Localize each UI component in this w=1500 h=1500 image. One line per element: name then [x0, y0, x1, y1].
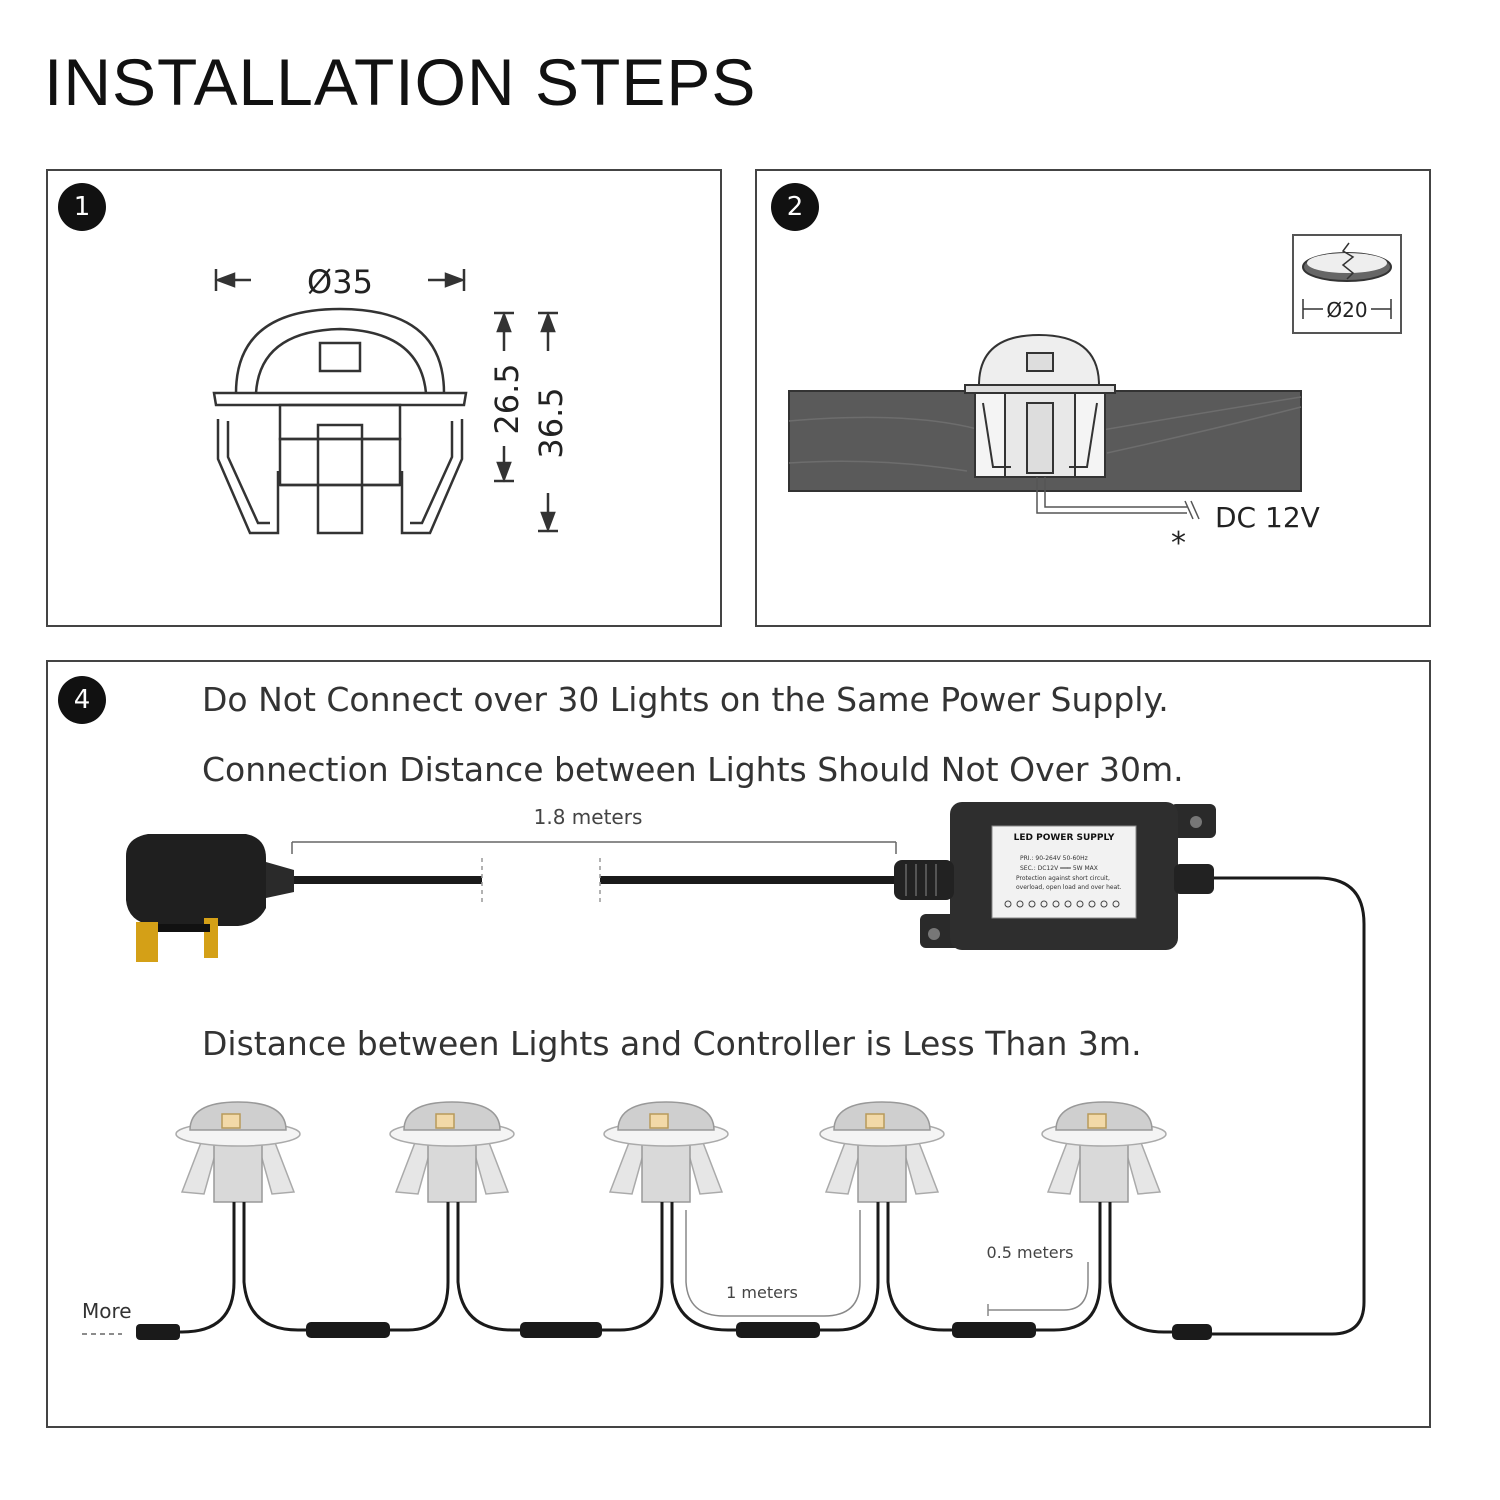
length-bracket-1-8m	[291, 841, 897, 854]
step-badge-1: 1	[58, 183, 106, 231]
uk-plug	[126, 834, 294, 962]
psu-cert-icons	[1004, 900, 1120, 908]
length-bracket-1m	[685, 1210, 861, 1317]
power-label: DC 12V	[1215, 501, 1320, 534]
asterisk-mark: *	[1171, 526, 1186, 561]
length-bracket-0-5m	[987, 1262, 1089, 1316]
chain-cables	[136, 1202, 1174, 1334]
clip-left	[216, 419, 280, 535]
step-4-panel: 4 Do Not Connect over 30 Lights on the S…	[46, 660, 1431, 1428]
mounting-drawing: Ø20 DC 12V *	[788, 234, 1402, 561]
led-power-supply	[894, 802, 1216, 950]
note-max-lights: Do Not Connect over 30 Lights on the Sam…	[202, 680, 1169, 719]
drill-hole-inset	[1292, 234, 1402, 334]
clip-right	[400, 419, 464, 535]
psu-line4: overload, open load and over heat.	[1016, 884, 1122, 891]
wiring-diagram: 1.8 meters LED POWER SUPPLY PRI.: 90-264…	[82, 802, 1366, 1340]
note-max-distance: Connection Distance between Lights Shoul…	[202, 750, 1184, 789]
psu-line2: SEC.: DC12V ═══ 5W MAX	[1020, 865, 1098, 872]
plug-cable-length: 1.8 meters	[534, 805, 643, 829]
between-cable-length: 1 meters	[726, 1283, 798, 1302]
lead-cable-length: 0.5 meters	[987, 1243, 1074, 1262]
center-post	[316, 423, 364, 535]
plug-pin-earth	[136, 922, 158, 962]
led-chip-outline	[318, 341, 362, 373]
step-1-panel: 1	[46, 169, 722, 627]
diameter-label: Ø35	[307, 263, 373, 301]
arrowhead-right	[444, 272, 466, 288]
height-total-label: 36.5	[532, 387, 570, 458]
step-badge-4: 4	[58, 676, 106, 724]
note-controller-distance: Distance between Lights and Controller i…	[202, 1024, 1142, 1063]
deck-light	[819, 1101, 945, 1203]
psu-title: LED POWER SUPPLY	[1014, 833, 1115, 843]
output-cable	[1208, 876, 1366, 1336]
cable-connectors	[136, 1322, 1212, 1340]
arrowhead-left	[214, 272, 236, 288]
page-title: INSTALLATION STEPS	[44, 45, 757, 119]
deck-light	[603, 1101, 729, 1203]
flange	[212, 391, 468, 407]
light-dimension-drawing: Ø35 26.5 36.5	[212, 263, 570, 535]
more-label: More	[82, 1299, 132, 1323]
step-badge-2: 2	[771, 183, 819, 231]
deck-light	[1041, 1101, 1167, 1203]
hole-diameter-label: Ø20	[1326, 298, 1367, 322]
power-wire	[1036, 477, 1200, 520]
deck-light	[389, 1101, 515, 1203]
psu-line1: PRI.: 90-264V 50-60Hz	[1020, 855, 1088, 862]
fixture-in-board	[964, 333, 1116, 478]
dome-inner	[254, 327, 428, 394]
deck-light	[175, 1101, 301, 1203]
step-2-panel: 2 Ø20	[755, 169, 1431, 627]
psu-line3: Protection against short circuit,	[1016, 875, 1110, 882]
height-inner-label: 26.5	[488, 363, 526, 434]
dome-outline	[234, 307, 446, 394]
deck-lights	[175, 1101, 1167, 1203]
